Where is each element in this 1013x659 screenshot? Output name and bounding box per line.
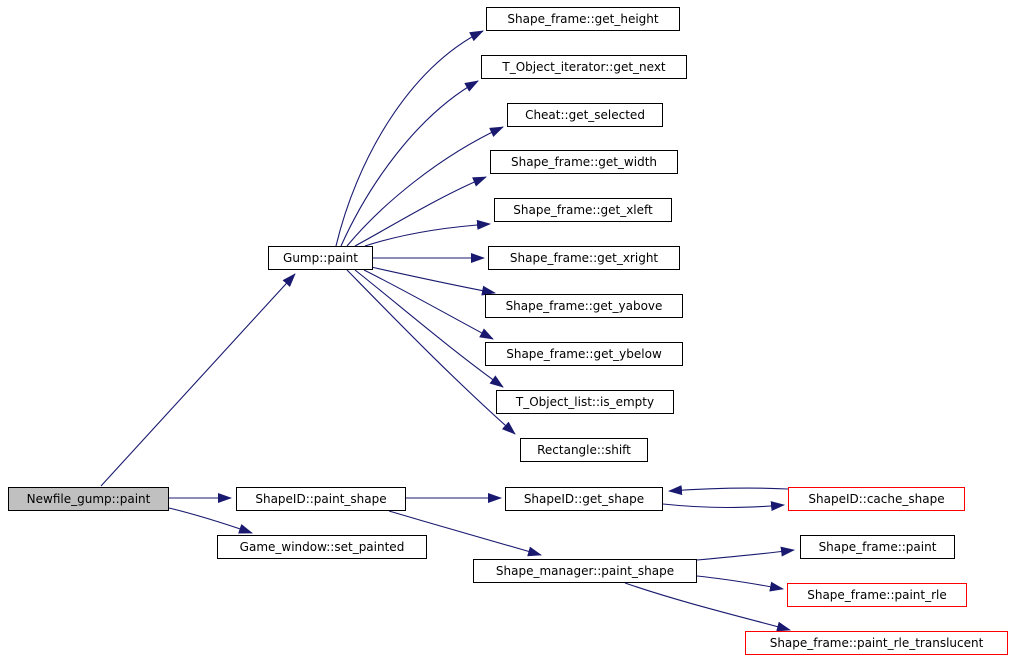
edge-gump-paint-to-shape-frame-get-height (335, 30, 484, 247)
node-shape-frame-paint-rle-translucent[interactable]: Shape_frame::paint_rle_translucent (745, 631, 1008, 655)
edge-shape-manager-paint-shape-to-shape-frame-paint-rle (696, 575, 784, 592)
node-shape-frame-get-height[interactable]: Shape_frame::get_height (486, 7, 680, 31)
node-shape-frame-paint[interactable]: Shape_frame::paint (800, 535, 955, 559)
edge-gump-paint-to-shape-frame-get-yabove (370, 266, 496, 296)
node-rectangle-shift[interactable]: Rectangle::shift (520, 438, 648, 462)
node-newfile-gump-paint: Newfile_gump::paint (8, 487, 169, 511)
edge-gump-paint-to-shape-frame-get-ybelow (363, 269, 494, 340)
edge-shape-manager-paint-shape-to-shape-frame-paint-rle-translucent (624, 582, 791, 632)
node-shape-frame-get-yabove[interactable]: Shape_frame::get_yabove (485, 294, 683, 318)
edge-shapeid-get-shape-to-shapeid-cache-shape (662, 501, 785, 512)
edge-gump-paint-to-shape-frame-get-xleft (364, 219, 491, 247)
node-shape-frame-get-width[interactable]: Shape_frame::get_width (490, 150, 678, 174)
node-gump-paint[interactable]: Gump::paint (268, 246, 373, 270)
edge-newfile-gump-paint-to-gump-paint (100, 273, 296, 487)
edge-shape-manager-paint-shape-to-shape-frame-paint (696, 546, 795, 561)
node-shape-manager-paint-shape[interactable]: Shape_manager::paint_shape (473, 559, 697, 583)
node-t-object-iterator-get-next[interactable]: T_Object_iterator::get_next (481, 55, 687, 79)
node-shapeid-paint-shape[interactable]: ShapeID::paint_shape (236, 487, 406, 511)
node-shapeid-cache-shape[interactable]: ShapeID::cache_shape (788, 487, 965, 511)
edge-gump-paint-to-t-object-list-is-empty (354, 269, 504, 388)
node-shape-frame-paint-rle[interactable]: Shape_frame::paint_rle (787, 583, 967, 607)
node-shapeid-get-shape[interactable]: ShapeID::get_shape (505, 487, 663, 511)
node-cheat-get-selected[interactable]: Cheat::get_selected (507, 103, 663, 127)
edge-gump-paint-to-rectangle-shift (346, 269, 516, 435)
node-shape-frame-get-xright[interactable]: Shape_frame::get_xright (488, 246, 680, 270)
node-t-object-list-is-empty[interactable]: T_Object_list::is_empty (496, 390, 674, 414)
edge-gump-paint-to-shape-frame-get-width (354, 176, 487, 247)
edge-shapeid-paint-shape-to-shape-manager-paint-shape (388, 510, 542, 557)
edge-gump-paint-to-t-object-iterator-get-next (340, 80, 479, 247)
node-shape-frame-get-ybelow[interactable]: Shape_frame::get_ybelow (485, 342, 683, 366)
edge-newfile-gump-paint-to-game-window-set-painted (168, 507, 253, 534)
edge-shapeid-cache-shape-to-shapeid-get-shape (668, 485, 789, 496)
edge-gump-paint-to-cheat-get-selected (346, 126, 504, 247)
node-shape-frame-get-xleft[interactable]: Shape_frame::get_xleft (494, 198, 672, 222)
node-game-window-set-painted[interactable]: Game_window::set_painted (217, 535, 427, 559)
